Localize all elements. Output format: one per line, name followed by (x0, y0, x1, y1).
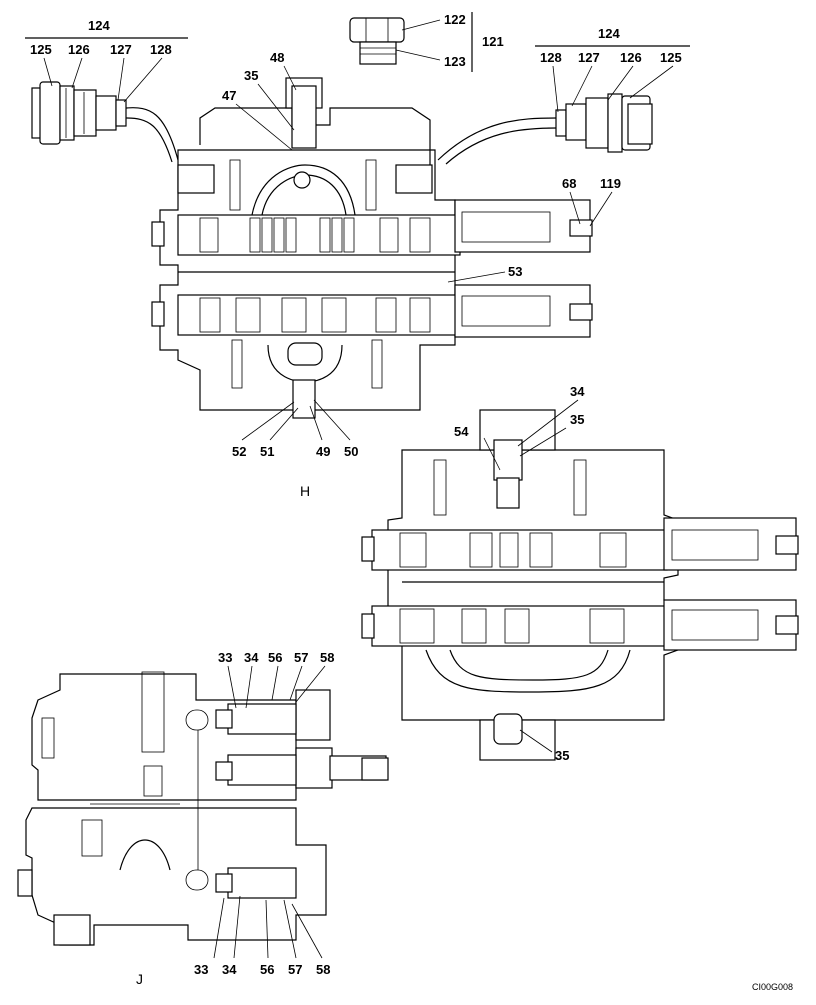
part-callouts: 124 125 126 127 128 122 123 121 124 128 … (30, 12, 682, 977)
callout-126-right: 126 (620, 50, 642, 65)
callout-125-right: 125 (660, 50, 682, 65)
callout-33-j-bottom: 33 (194, 962, 208, 977)
callout-33-j-top: 33 (218, 650, 232, 665)
callout-50: 50 (344, 444, 358, 459)
callout-121: 121 (482, 34, 504, 49)
callout-124-right: 124 (598, 26, 620, 41)
callout-125-left: 125 (30, 42, 52, 57)
figure-code: CI00G008 (752, 982, 793, 992)
view-label-j: J (136, 971, 143, 987)
view-j-valve-body (17, 671, 389, 946)
view-h-upper-spool-lands (399, 532, 627, 568)
callout-128-left: 128 (150, 42, 172, 57)
leader-lines (43, 19, 674, 959)
callout-34-j-top: 34 (244, 650, 259, 665)
callout-34-h: 34 (570, 384, 585, 399)
callout-127-left: 127 (110, 42, 132, 57)
plug-assembly-121 (349, 12, 473, 72)
callout-47: 47 (222, 88, 236, 103)
callout-68: 68 (562, 176, 576, 191)
callout-34-j-bottom: 34 (222, 962, 237, 977)
upper-valve-body (151, 77, 593, 419)
callout-119: 119 (600, 176, 621, 191)
callout-127-right: 127 (578, 50, 600, 65)
callout-51: 51 (260, 444, 274, 459)
callout-128-right: 128 (540, 50, 562, 65)
upper-spool-lands (199, 217, 431, 253)
callout-56-j-top: 56 (268, 650, 282, 665)
callout-58-j-top: 58 (320, 650, 334, 665)
callout-35-top: 35 (244, 68, 258, 83)
callout-126-left: 126 (68, 42, 90, 57)
callout-122: 122 (444, 12, 466, 27)
view-h-valve-body (361, 409, 799, 761)
callout-54: 54 (454, 424, 469, 439)
callout-56-j-bottom: 56 (260, 962, 274, 977)
connector-assembly-left (25, 37, 188, 163)
callout-35-h-bottom: 35 (555, 748, 569, 763)
connector-assembly-right (437, 45, 690, 165)
callout-123: 123 (444, 54, 466, 69)
callout-35-h: 35 (570, 412, 584, 427)
view-h-lower-spool-lands (399, 608, 625, 644)
view-label-h: H (300, 483, 310, 499)
lower-spool-lands (199, 297, 431, 333)
callout-52: 52 (232, 444, 246, 459)
callout-58-j-bottom: 58 (316, 962, 330, 977)
callout-49: 49 (316, 444, 330, 459)
callout-124-left: 124 (88, 18, 110, 33)
callout-53: 53 (508, 264, 522, 279)
callout-57-j-top: 57 (294, 650, 308, 665)
callout-57-j-bottom: 57 (288, 962, 302, 977)
callout-48: 48 (270, 50, 284, 65)
